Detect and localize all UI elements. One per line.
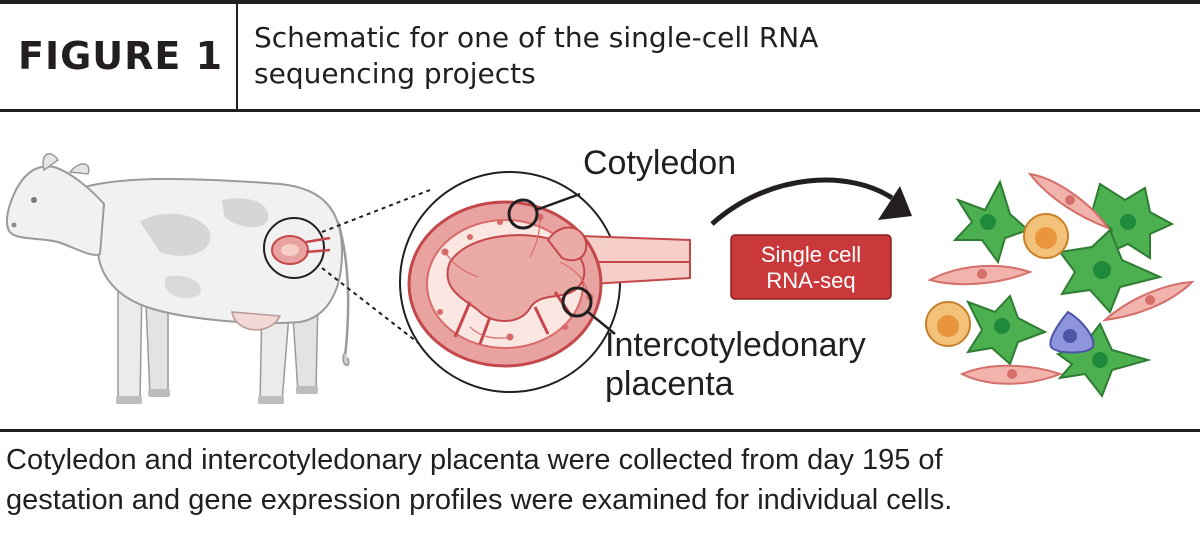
schematic-diagram: Cotyledon Intercotyledonary placenta Sin… <box>6 144 1195 404</box>
intercotyledonary-label-line1: Intercotyledonary <box>605 326 866 364</box>
cell-cluster <box>925 172 1195 399</box>
method-badge <box>730 234 892 300</box>
header-rule <box>0 109 1200 112</box>
caption-line2: gestation and gene expression profiles w… <box>6 484 953 516</box>
cotyledon-marker <box>507 198 539 230</box>
top-rule <box>0 0 1200 4</box>
caption-line1: Cotyledon and intercotyledonary placenta… <box>6 444 943 476</box>
intercotyledonary-label-line2: placenta <box>605 365 734 403</box>
cotyledon-label: Cotyledon <box>583 144 736 182</box>
figure-caption: Cotyledon and intercotyledonary placenta… <box>6 440 1186 520</box>
uterus-zoom-view <box>399 171 691 393</box>
figure-title-line2: sequencing projects <box>254 57 536 90</box>
zoom-line-top <box>321 189 431 233</box>
zoom-line-bottom <box>321 267 431 353</box>
cow-illustration <box>6 152 350 404</box>
arrow-head-icon <box>878 186 912 220</box>
method-label-line1: Single cell <box>761 242 861 267</box>
header-divider <box>236 4 238 109</box>
process-arrow <box>710 177 894 226</box>
figure-title: Schematic for one of the single-cell RNA… <box>254 20 954 92</box>
method-label-line2: RNA-seq <box>766 268 855 293</box>
caption-rule <box>0 429 1200 432</box>
figure-title-line1: Schematic for one of the single-cell RNA <box>254 21 819 54</box>
intercotyledonary-marker <box>561 286 593 318</box>
figure-label: FIGURE 1 <box>18 34 224 78</box>
